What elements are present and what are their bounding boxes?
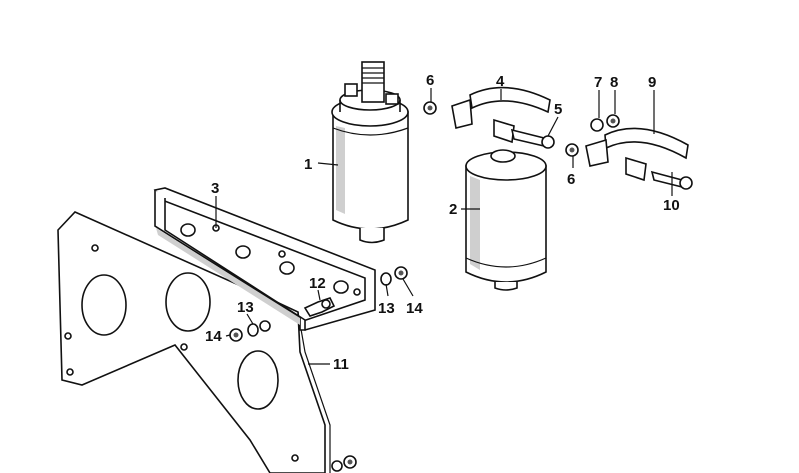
callout-9: 9	[648, 74, 656, 91]
callout-10: 10	[663, 197, 680, 214]
ignition-coil	[331, 61, 409, 244]
callout-13-right: 13	[378, 300, 395, 317]
callout-2: 2	[449, 201, 457, 218]
fuel-filter	[465, 149, 547, 291]
callout-8: 8	[610, 74, 618, 91]
clamp-4	[423, 86, 555, 149]
callout-11: 11	[333, 356, 349, 373]
callout-12: 12	[309, 275, 326, 292]
callout-6-bottom: 6	[567, 171, 575, 188]
bracket-rail	[153, 187, 376, 331]
callout-14-left: 14	[205, 328, 222, 345]
callout-7: 7	[594, 74, 602, 91]
leader-lines	[215, 88, 673, 365]
callout-4: 4	[496, 73, 505, 90]
hardware	[229, 266, 408, 472]
callouts: 1 2 3 4 5 6 6 7 8 9 10 11 12 13 13 14 14	[205, 72, 680, 373]
callout-5: 5	[554, 101, 562, 118]
clamp-9	[565, 114, 693, 190]
callout-14-right: 14	[406, 300, 423, 317]
mounting-plate	[57, 211, 331, 473]
callout-6-top: 6	[426, 72, 434, 89]
callout-1: 1	[304, 156, 312, 173]
callout-3: 3	[211, 180, 219, 197]
callout-13-left: 13	[237, 299, 254, 316]
